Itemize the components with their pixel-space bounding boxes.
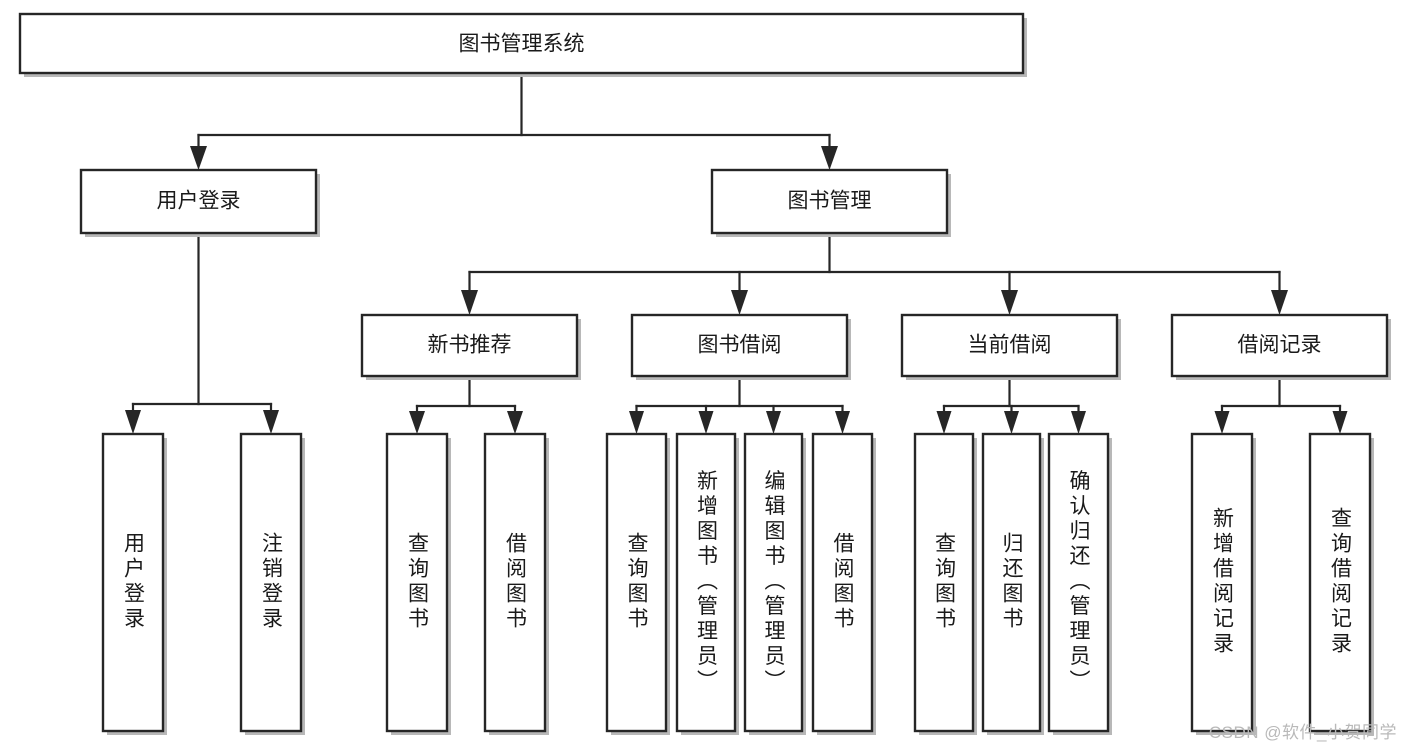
- leaf-add-book-box: [675, 432, 737, 733]
- leaf-user-login[interactable]: 用户登录: [101, 432, 167, 735]
- arrow-head-leaf-borrow-book-1: [507, 411, 523, 434]
- leaf-query-book-1-label: 查询图书: [406, 532, 430, 632]
- arrow-head-leaf-query-book-1: [409, 411, 425, 434]
- leaf-add-record[interactable]: 新增借阅记录: [1190, 432, 1256, 735]
- leaf-edit-book-box: [743, 432, 804, 733]
- arrow-head-new-book-rec: [461, 290, 478, 315]
- leaf-confirm-return-label: 确认归还（管理员）: [1067, 470, 1091, 695]
- leaf-edit-book[interactable]: 编辑图书（管理员）: [743, 432, 806, 735]
- leaf-query-book-1-box: [385, 432, 449, 733]
- borrow-record-label: 借阅记录: [1238, 334, 1322, 357]
- book-management-label: 图书管理: [788, 190, 872, 213]
- leaf-add-record-label: 新增借阅记录: [1211, 507, 1235, 657]
- book-management-box: [710, 168, 949, 235]
- node-user-login[interactable]: 用户登录: [79, 168, 320, 237]
- leaf-return-book-box: [981, 432, 1042, 733]
- leaf-return-book[interactable]: 归还图书: [981, 432, 1044, 735]
- leaf-query-book-2[interactable]: 查询图书: [605, 432, 670, 735]
- arrow-head-book-mgmt: [821, 146, 838, 170]
- leaf-query-book-2-label: 查询图书: [625, 532, 649, 632]
- leaf-add-book-label: 新增图书（管理员）: [695, 470, 719, 695]
- arrow-head-leaf-confirm-return: [1071, 411, 1086, 434]
- leaf-borrow-book-1-box: [483, 432, 547, 733]
- arrow-head-book-borrow: [731, 290, 748, 315]
- leaf-borrow-book-2-label: 借阅图书: [831, 532, 855, 632]
- node-root[interactable]: 图书管理系统: [18, 12, 1027, 77]
- user-login-label: 用户登录: [157, 190, 241, 213]
- leaf-query-record-box: [1308, 432, 1372, 733]
- current-borrow-box: [900, 313, 1119, 378]
- leaf-query-record[interactable]: 查询借阅记录: [1308, 432, 1374, 735]
- arrow-head-leaf-logout: [263, 410, 279, 434]
- arrow-head-leaf-query-book-3: [936, 411, 952, 434]
- leaf-query-book-3-box: [913, 432, 975, 733]
- arrow-head-leaf-query-record: [1332, 411, 1348, 434]
- arrow-head-current-borrow: [1001, 290, 1018, 315]
- arrow-head-leaf-add-book: [698, 411, 714, 434]
- arrow-head-leaf-borrow-book-2: [835, 411, 850, 434]
- node-book-management[interactable]: 图书管理: [710, 168, 951, 237]
- leaf-query-book-2-box: [605, 432, 668, 733]
- arrow-head-borrow-record: [1271, 290, 1288, 315]
- leaf-confirm-return[interactable]: 确认归还（管理员）: [1047, 432, 1112, 735]
- leaf-borrow-book-1-label: 借阅图书: [504, 532, 528, 632]
- new-book-recommend-box: [360, 313, 579, 378]
- borrow-record-box: [1170, 313, 1389, 378]
- arrow-head-leaf-user-login: [125, 410, 141, 434]
- new-book-recommend-label: 新书推荐: [428, 334, 512, 357]
- node-current-borrow[interactable]: 当前借阅: [900, 313, 1121, 380]
- leaf-borrow-book-2-box: [811, 432, 874, 733]
- leaf-add-book[interactable]: 新增图书（管理员）: [675, 432, 739, 735]
- leaf-user-login-label: 用户登录: [122, 532, 146, 632]
- leaf-borrow-book-2[interactable]: 借阅图书: [811, 432, 876, 735]
- arrow-head-leaf-add-record: [1214, 411, 1230, 434]
- leaf-user-login-box: [101, 432, 165, 733]
- node-borrow-record[interactable]: 借阅记录: [1170, 313, 1391, 380]
- arrow-head-leaf-return-book: [1004, 411, 1019, 434]
- current-borrow-label: 当前借阅: [968, 334, 1052, 357]
- root-box: [18, 12, 1025, 75]
- leaf-edit-book-label: 编辑图书（管理员）: [762, 470, 786, 695]
- book-borrow-box: [630, 313, 849, 378]
- leaf-add-record-box: [1190, 432, 1254, 733]
- root-label: 图书管理系统: [459, 33, 585, 56]
- leaf-return-book-label: 归还图书: [1000, 532, 1024, 632]
- arrow-head-user-login: [190, 146, 207, 170]
- arrow-head-leaf-query-book-2: [629, 411, 644, 434]
- leaf-borrow-book-1[interactable]: 借阅图书: [483, 432, 549, 735]
- leaf-confirm-return-box: [1047, 432, 1110, 733]
- node-new-book-recommend[interactable]: 新书推荐: [360, 313, 581, 380]
- arrow-head-leaf-edit-book: [766, 411, 781, 434]
- node-book-borrow[interactable]: 图书借阅: [630, 313, 851, 380]
- leaf-query-book-3-label: 查询图书: [933, 532, 957, 632]
- user-login-box: [79, 168, 318, 235]
- leaf-query-book-1[interactable]: 查询图书: [385, 432, 451, 735]
- leaf-query-book-3[interactable]: 查询图书: [913, 432, 977, 735]
- leaf-query-record-label: 查询借阅记录: [1329, 507, 1353, 657]
- leaf-logout[interactable]: 注销登录: [239, 432, 305, 735]
- book-borrow-label: 图书借阅: [698, 334, 782, 357]
- leaf-logout-label: 注销登录: [260, 532, 284, 632]
- connector-layer: [125, 71, 1348, 434]
- leaf-logout-box: [239, 432, 303, 733]
